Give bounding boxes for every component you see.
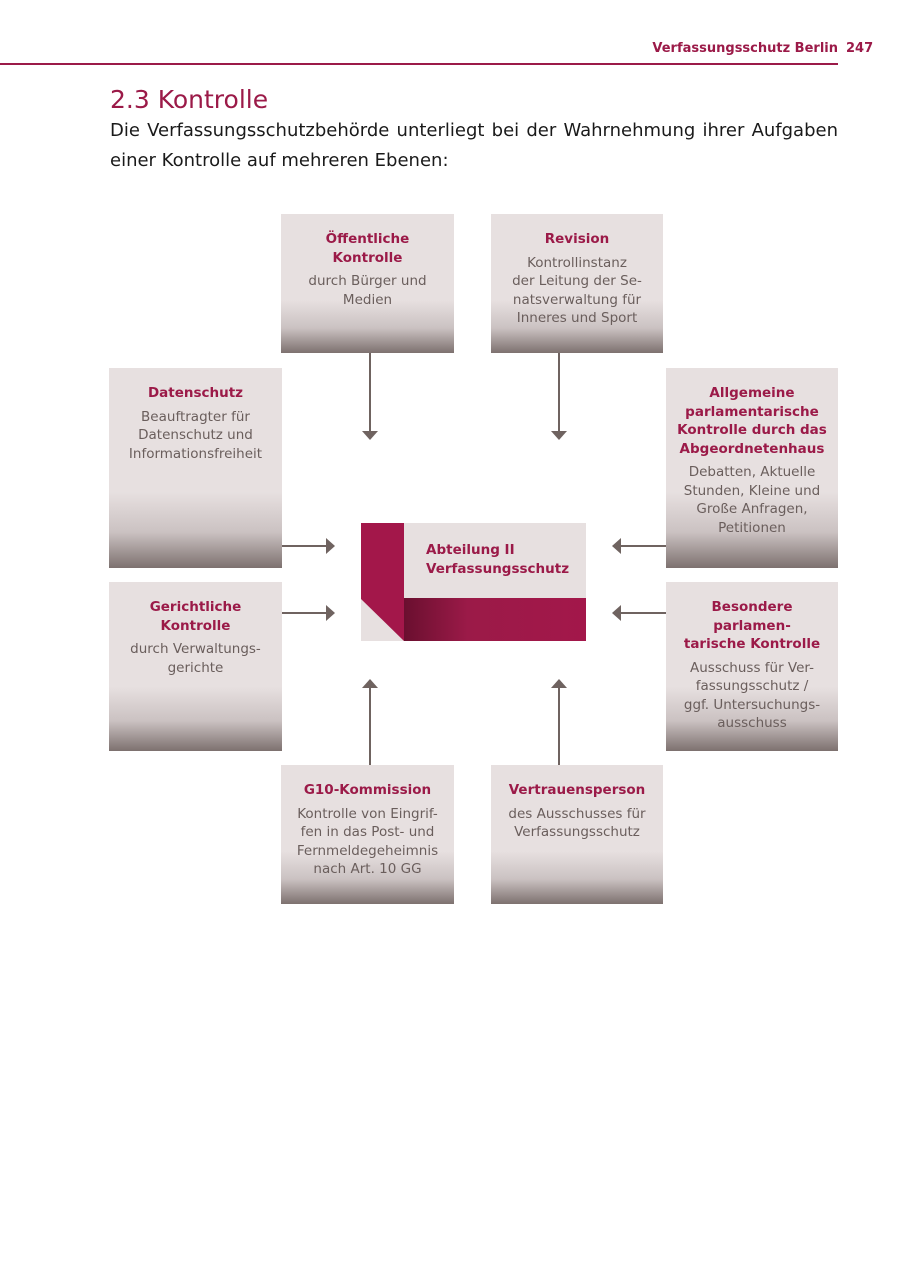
box-title: Datenschutz (147, 385, 244, 401)
box-g10-kommission: G10-Kommission Kontrolle von Eingrif- fe… (281, 765, 454, 904)
box-revision: Revision Kontrollinstanz der Leitung der… (491, 214, 663, 353)
box-gerichtliche-kontrolle: Gerichtliche Kontrolle durch Verwaltungs… (109, 582, 282, 751)
box-besondere-parlamentarische-kontrolle: Besondere parlamen- tarische Kontrolle A… (666, 582, 838, 751)
section-title: 2.3 Kontrolle (110, 85, 269, 114)
box-allgemeine-parlamentarische-kontrolle: Allgemeine parlamentarische Kontrolle du… (666, 368, 838, 568)
box-title: Besondere parlamen- tarische Kontrolle (683, 599, 821, 652)
arrow-datenschutz (282, 538, 335, 554)
arrow-besondere (612, 605, 666, 621)
box-datenschutz: Datenschutz Beauftragter für Datenschutz… (109, 368, 282, 568)
box-body: Beauftragter für Datenschutz und Informa… (128, 408, 263, 462)
box-body: Ausschuss für Ver- fassungsschutz / ggf.… (683, 659, 821, 732)
arrow-gericht (282, 605, 335, 621)
box-title: Allgemeine parlamentarische Kontrolle du… (677, 385, 827, 457)
box-body: Debatten, Aktuelle Stunden, Kleine und G… (683, 464, 821, 536)
box-title: Revision (544, 231, 610, 247)
box-oeffentliche-kontrolle: Öffentliche Kontrolle durch Bürger und M… (281, 214, 454, 353)
box-body: Kontrolle von Eingrif- fen in das Post- … (296, 805, 439, 878)
box-title: G10-Kommission (303, 782, 432, 798)
box-body: durch Bürger und Medien (308, 273, 427, 308)
box-title: Gerichtliche Kontrolle (149, 599, 242, 634)
box-title: Öffentliche Kontrolle (325, 231, 410, 266)
arrow-oeffentlich (362, 352, 378, 440)
box-body: durch Verwaltungs- gerichte (130, 641, 261, 676)
running-title: Verfassungsschutz Berlin (652, 41, 838, 56)
box-vertrauensperson: Vertrauensperson des Ausschusses für Ver… (491, 765, 663, 904)
arrow-g10 (362, 679, 378, 765)
center-label: Abteilung II Verfassungsschutz (426, 542, 570, 577)
header-rule (0, 63, 838, 65)
center-box (361, 523, 586, 641)
arrow-revision (551, 352, 567, 440)
arrow-vertrauen (551, 679, 567, 765)
box-body: des Ausschusses für Verfassungsschutz (508, 805, 646, 841)
box-title: Vertrauensperson (508, 782, 646, 798)
arrow-allgemein (612, 538, 666, 554)
intro-paragraph: Die Verfassungsschutzbehörde unterliegt … (110, 120, 838, 171)
box-body: Kontrollinstanz der Leitung der Se- nats… (512, 254, 642, 327)
page-number: 247 (846, 41, 874, 56)
